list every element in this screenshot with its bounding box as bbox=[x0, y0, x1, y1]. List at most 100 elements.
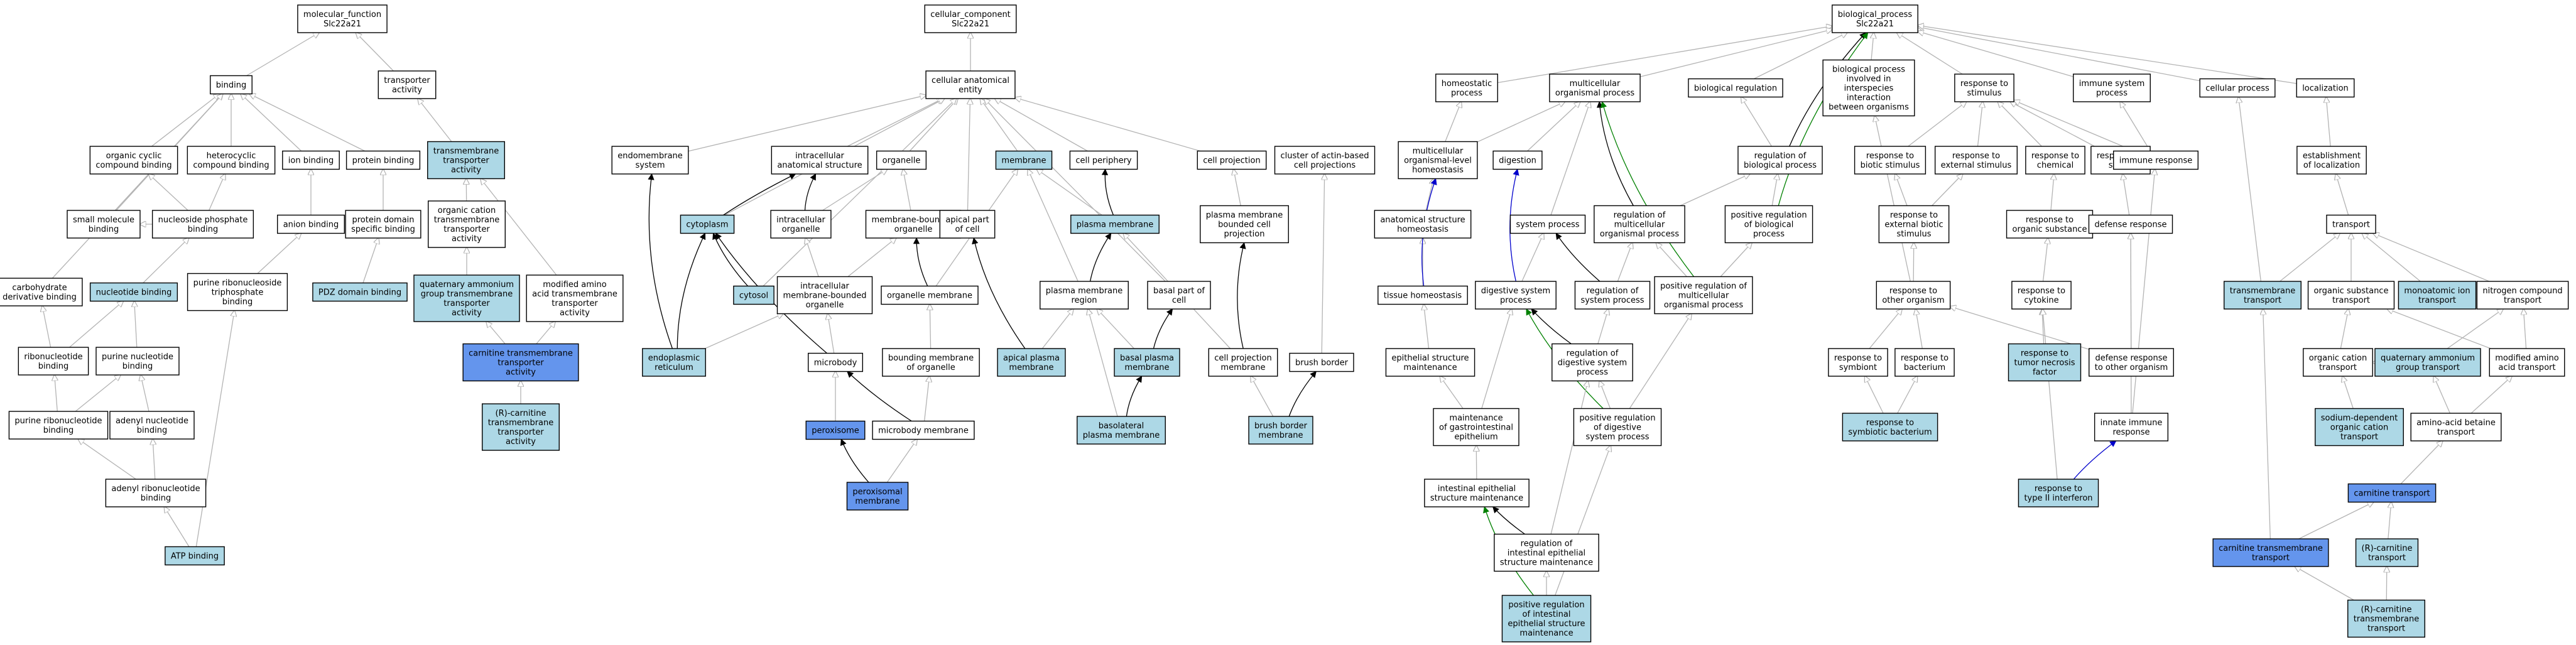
node-label-line: anion binding bbox=[283, 220, 339, 230]
edge-isa bbox=[2342, 376, 2354, 409]
node-label-line: organic cation bbox=[2330, 423, 2388, 433]
node-label-line: intracellular bbox=[800, 282, 849, 291]
edge-isa bbox=[1639, 30, 1832, 77]
edge-isa bbox=[1916, 309, 1923, 349]
node-label-line: anatomical structure bbox=[777, 161, 862, 170]
edge-isa bbox=[141, 375, 149, 412]
node-cell-projection: cell projection bbox=[1197, 150, 1267, 170]
node-label: nucleotide binding bbox=[96, 288, 172, 298]
node-label-line: of gastrointestinal bbox=[1439, 423, 1513, 433]
node-label-line: transport bbox=[2418, 296, 2456, 305]
node-box bbox=[1828, 348, 1888, 377]
node-label-line: transport bbox=[2340, 433, 2378, 442]
node-label: localization bbox=[2302, 84, 2349, 94]
node-label: digestion bbox=[1499, 156, 1536, 166]
node-label-line: of organelle bbox=[906, 363, 955, 372]
node-label-line: organismal process bbox=[1555, 89, 1634, 98]
edge-isa bbox=[151, 94, 219, 147]
node-box bbox=[1654, 276, 1753, 315]
edge-isa bbox=[2447, 309, 2503, 349]
node-box bbox=[1832, 4, 1918, 33]
edge-negative bbox=[2073, 440, 2117, 480]
edge-isa bbox=[984, 99, 1166, 282]
node-label-line: organic cation bbox=[438, 206, 496, 215]
node-box bbox=[1509, 214, 1586, 234]
node-label-line: adenyl ribonucleotide bbox=[111, 484, 200, 494]
node-protein-binding: protein binding bbox=[345, 150, 421, 170]
node-box bbox=[89, 146, 178, 175]
node-box bbox=[1876, 281, 1951, 310]
node-label-line: localization bbox=[2302, 84, 2349, 94]
node-box bbox=[276, 214, 345, 234]
node-label-line: multicellular bbox=[1570, 79, 1621, 89]
edge-isa bbox=[249, 94, 366, 152]
node-label-line: carnitine transport bbox=[2354, 489, 2430, 499]
node-box bbox=[282, 150, 340, 170]
node-label-line: response to bbox=[1866, 418, 1914, 428]
node-label: cytoplasm bbox=[686, 220, 728, 230]
edge-part bbox=[847, 371, 912, 422]
node-label-line: binding bbox=[38, 362, 68, 371]
node-box bbox=[611, 146, 689, 175]
node-label-line: digestive system bbox=[1558, 359, 1627, 368]
node-box bbox=[18, 347, 89, 376]
node-label-line: structure maintenance bbox=[1500, 558, 1593, 568]
node-label-line: transmembrane bbox=[2354, 615, 2420, 624]
edge-isa bbox=[55, 375, 58, 412]
node-label-line: response to bbox=[1889, 286, 1937, 296]
node-box bbox=[2347, 483, 2437, 503]
node-label-line: response to bbox=[2021, 349, 2068, 359]
node-box bbox=[187, 146, 276, 175]
node-label-line: innate immune bbox=[2100, 418, 2163, 428]
node-label-line: brush border bbox=[1295, 359, 1349, 368]
node-carnitine-transport: carnitine transport bbox=[2347, 483, 2437, 503]
node-label: organelle membrane bbox=[887, 291, 972, 301]
node-label-line: tumor necrosis bbox=[2014, 359, 2075, 368]
node-label-line: modified amino bbox=[543, 280, 607, 290]
node-box bbox=[345, 150, 421, 170]
node-label-line: intracellular bbox=[795, 151, 844, 161]
edge-isa bbox=[847, 99, 943, 147]
node-box bbox=[876, 150, 927, 170]
node-box bbox=[428, 200, 506, 248]
node-label-line: epithelial structure bbox=[1391, 354, 1469, 363]
node-label-line: transport bbox=[2367, 624, 2405, 634]
edge-isa bbox=[1599, 381, 1611, 409]
node-cytosol: cytosol bbox=[733, 285, 774, 305]
node-box bbox=[2374, 348, 2481, 377]
node-label-line: response to bbox=[2031, 151, 2079, 161]
node-box bbox=[1842, 413, 1938, 442]
node-label-line: activity bbox=[452, 308, 482, 318]
node-label-line: stimulus bbox=[1967, 89, 2001, 98]
node-label-line: cluster of actin-based bbox=[1280, 151, 1369, 161]
edge-isa bbox=[1871, 33, 1874, 60]
node-label-line: organic substance bbox=[2013, 225, 2087, 234]
node-label: tissue homeostasis bbox=[1384, 291, 1462, 301]
edge-isa bbox=[2434, 376, 2450, 414]
